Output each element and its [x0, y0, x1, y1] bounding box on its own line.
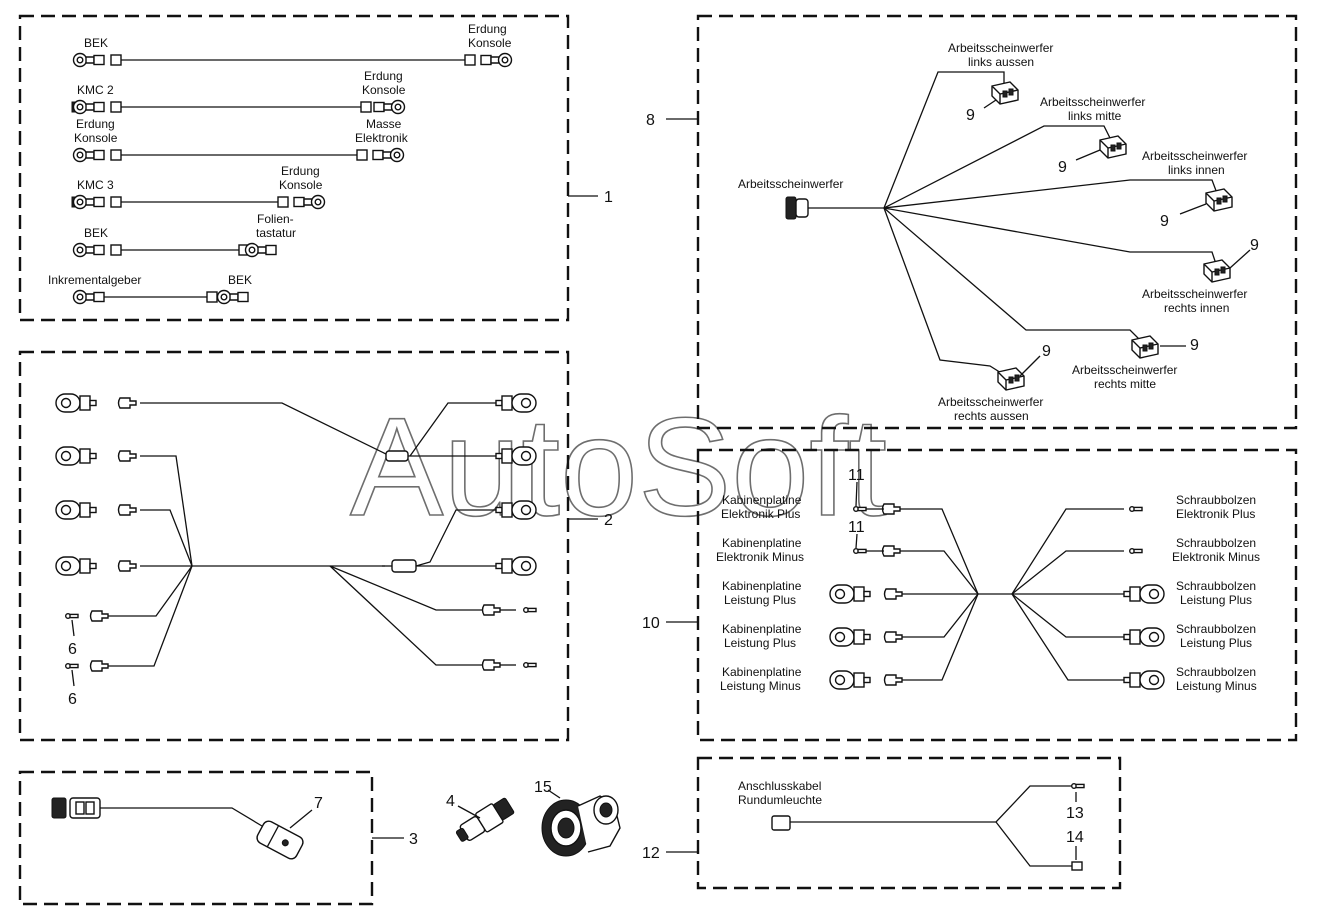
callout-15: 15 [534, 779, 552, 796]
callout-1: 1 [604, 189, 613, 206]
label-r5-1: Schraubbolzen [1176, 665, 1256, 679]
label-rundumleuchte: Rundumleuchte [738, 793, 822, 807]
label-erdung-1: Erdung [468, 22, 507, 36]
box-3-cable: 7 3 [18, 770, 418, 906]
callout-6a: 6 [68, 641, 77, 658]
callout-12: 12 [642, 845, 660, 862]
label-r2-2: Elektronik Minus [1172, 550, 1260, 564]
callout-9f: 9 [1042, 343, 1051, 360]
label-l3-2: Leistung Plus [724, 593, 796, 607]
callout-9c: 9 [1160, 213, 1169, 230]
label-main-light: Arbeitsscheinwerfer [738, 177, 843, 191]
callout-8: 8 [646, 112, 655, 129]
label-r1-2: Elektronik Plus [1176, 507, 1255, 521]
callout-9e: 9 [1190, 337, 1199, 354]
label-elektronik: Elektronik [355, 131, 409, 145]
label-r3-1: Schraubbolzen [1176, 579, 1256, 593]
callout-9d: 9 [1250, 237, 1259, 254]
callout-2: 2 [604, 512, 613, 529]
label-anschlusskabel: Anschlusskabel [738, 779, 821, 793]
label-erdung-2: Erdung [364, 69, 403, 83]
label-erdung-3: Erdung [76, 117, 115, 131]
callout-11b: 11 [848, 519, 865, 536]
box-12-beacon-cable: Anschlusskabel Rundumleuchte 13 14 12 [642, 756, 1122, 890]
label-kmc3: KMC 3 [77, 178, 114, 192]
label-b5-1: Arbeitsscheinwerfer [1072, 363, 1177, 377]
callout-7: 7 [314, 795, 323, 812]
label-b1-2: links aussen [968, 55, 1034, 69]
watermark-text: AutoSoft [350, 388, 887, 545]
label-bek-3: BEK [228, 273, 252, 287]
label-l5-2: Leistung Minus [720, 679, 801, 693]
label-erdung-4: Erdung [281, 164, 320, 178]
label-konsole-1: Konsole [468, 36, 512, 50]
part-15-round-connector: 15 [534, 779, 621, 857]
label-b3-2: links innen [1168, 163, 1225, 177]
label-b5-2: rechts mitte [1094, 377, 1156, 391]
label-r4-1: Schraubbolzen [1176, 622, 1256, 636]
label-b3-1: Arbeitsscheinwerfer [1142, 149, 1247, 163]
label-r5-2: Leistung Minus [1176, 679, 1257, 693]
box-8-work-lights-harness: Arbeitsscheinwerfer Arbeitsscheinwerfer … [646, 14, 1298, 430]
callout-9b: 9 [1058, 159, 1067, 176]
label-tastatur: tastatur [256, 226, 296, 240]
label-r3-2: Leistung Plus [1180, 593, 1252, 607]
label-masse: Masse [366, 117, 402, 131]
label-b4-2: rechts innen [1164, 301, 1229, 315]
box-10-power-harness: 11 11 Kabinenplatine Elektronik Plus Kab… [642, 448, 1298, 742]
label-b4-1: Arbeitsscheinwerfer [1142, 287, 1247, 301]
label-r4-2: Leistung Plus [1180, 636, 1252, 650]
callout-13: 13 [1066, 805, 1084, 822]
label-inkrementalgeber: Inkrementalgeber [48, 273, 141, 287]
callout-10: 10 [642, 615, 660, 632]
label-l1-1: Kabinenplatine [722, 493, 802, 507]
label-l5-1: Kabinenplatine [722, 665, 802, 679]
label-b6-1: Arbeitsscheinwerfer [938, 395, 1043, 409]
label-folien: Folien- [257, 212, 294, 226]
callout-4: 4 [446, 793, 455, 810]
part-4-sensor: 4 [446, 793, 515, 842]
label-b6-2: rechts aussen [954, 409, 1029, 423]
label-konsole-4: Konsole [279, 178, 323, 192]
callout-6b: 6 [68, 691, 77, 708]
label-b2-2: links mitte [1068, 109, 1122, 123]
label-l4-2: Leistung Plus [724, 636, 796, 650]
label-bek-1: BEK [84, 36, 108, 50]
label-konsole-3: Konsole [74, 131, 118, 145]
label-kmc2: KMC 2 [77, 83, 114, 97]
label-l3-1: Kabinenplatine [722, 579, 802, 593]
box-1-cable-set: BEK Erdung Konsole KMC 2 Erdung Konsole … [18, 14, 613, 322]
callout-9a: 9 [966, 107, 975, 124]
box-2-harness: 6 6 2 [18, 350, 613, 742]
label-bek-2: BEK [84, 226, 108, 240]
label-b1-1: Arbeitsscheinwerfer [948, 41, 1053, 55]
label-l1-2: Elektronik Plus [721, 507, 800, 521]
label-r1-1: Schraubbolzen [1176, 493, 1256, 507]
label-l2-1: Kabinenplatine [722, 536, 802, 550]
callout-3: 3 [409, 831, 418, 848]
label-b2-1: Arbeitsscheinwerfer [1040, 95, 1145, 109]
label-l2-2: Elektronik Minus [716, 550, 804, 564]
callout-11a: 11 [848, 467, 865, 484]
label-r2-1: Schraubbolzen [1176, 536, 1256, 550]
callout-14: 14 [1066, 829, 1084, 846]
label-konsole-2: Konsole [362, 83, 406, 97]
label-l4-1: Kabinenplatine [722, 622, 802, 636]
